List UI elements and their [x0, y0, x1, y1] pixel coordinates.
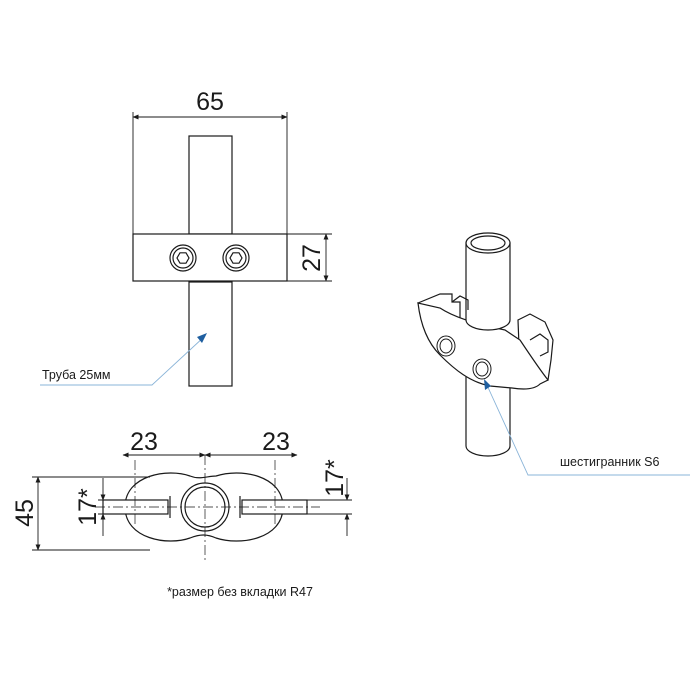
- dimension-right-star-value: 17*: [321, 459, 349, 497]
- hex-leader-arrow-icon: [484, 379, 491, 390]
- dimension-left-star: [98, 478, 125, 536]
- pipe-label: Труба 25мм: [42, 368, 111, 382]
- dimension-right-offset-value: 23: [262, 428, 290, 456]
- hex-label: шестигранник S6: [560, 455, 659, 469]
- dimension-left-offset-value: 23: [130, 428, 158, 456]
- dimension-width: [132, 112, 288, 234]
- dimension-overall-value: 45: [11, 499, 39, 527]
- hex-leader: [484, 379, 690, 476]
- dimension-height: [287, 233, 332, 282]
- pipe-leader-arrow-icon: [197, 333, 207, 343]
- bolt-right-icon: [222, 244, 250, 272]
- front-view: [132, 135, 288, 387]
- footnote: *размер без вкладки R47: [167, 585, 313, 599]
- dimension-width-value: 65: [196, 88, 224, 116]
- pipe-lower: [188, 281, 233, 387]
- isometric-view: [416, 232, 554, 457]
- dimension-right-star: [290, 478, 352, 536]
- dimension-overall: [32, 476, 150, 551]
- bolt-left-icon: [169, 244, 197, 272]
- dimension-height-value: 27: [298, 244, 326, 272]
- dimension-left-star-value: 17*: [74, 488, 102, 526]
- centre-lines: [95, 455, 320, 560]
- pipe-upper: [188, 135, 233, 235]
- pipe-leader: [40, 333, 207, 386]
- iso-bolt-left-icon: [436, 335, 456, 357]
- clamp-body: [132, 233, 288, 282]
- iso-bolt-right-icon: [472, 358, 492, 380]
